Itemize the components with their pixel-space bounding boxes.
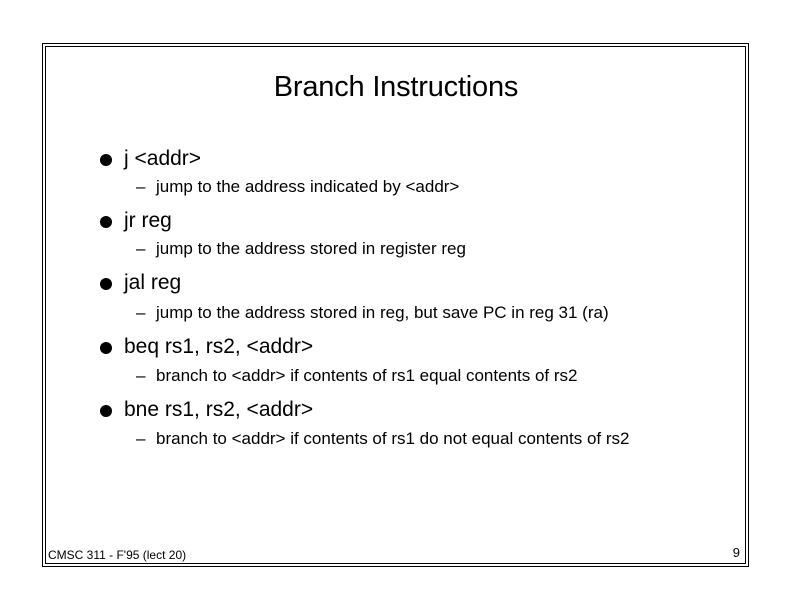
bullet-label: j <addr>: [124, 147, 202, 170]
sub-item-text: branch to <addr> if contents of rs1 do n…: [156, 429, 630, 448]
bullet-dot-icon: [100, 342, 112, 354]
bullet-dot-icon: [100, 154, 112, 166]
bullet-label: jal reg: [124, 271, 182, 294]
sub-item-text: jump to the address stored in register r…: [156, 239, 466, 258]
slide-title: Branch Instructions: [273, 71, 519, 103]
bullet-label: bne rs1, rs2, <addr>: [124, 398, 314, 421]
page-number: 9: [732, 545, 740, 560]
bullet-label: beq rs1, rs2, <addr>: [124, 335, 314, 358]
dash-icon: –: [136, 429, 146, 448]
dash-icon: –: [136, 177, 146, 196]
dash-icon: –: [136, 366, 146, 385]
bullet-dot-icon: [100, 216, 112, 228]
sub-item-text: jump to the address indicated by <addr>: [156, 177, 460, 196]
sub-item-text: branch to <addr> if contents of rs1 equa…: [156, 366, 578, 385]
bullet-dot-icon: [100, 278, 112, 290]
sub-item-text: jump to the address stored in reg, but s…: [156, 303, 609, 322]
dash-icon: –: [136, 239, 146, 258]
bullet-label: jr reg: [124, 209, 172, 232]
slide-frame: [42, 43, 749, 567]
bullet-dot-icon: [100, 405, 112, 417]
dash-icon: –: [136, 303, 146, 322]
footer-course: CMSC 311 - F'95 (lect 20): [48, 548, 187, 562]
